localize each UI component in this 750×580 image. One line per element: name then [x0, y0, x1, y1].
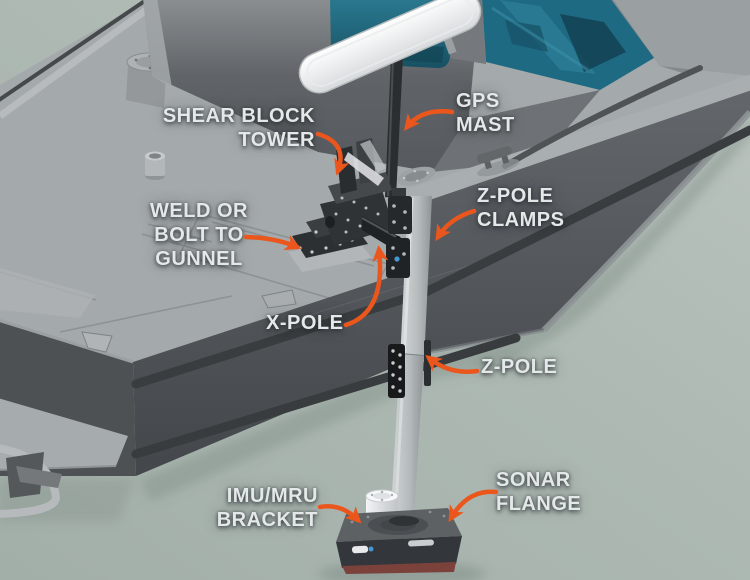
- callout-line: BOLT TO: [154, 224, 244, 246]
- callout-line: GUNNEL: [155, 248, 243, 270]
- hull-bottom-strip-aft: [429, 328, 545, 354]
- sonar-red-base: [342, 562, 456, 574]
- callout-line: FLANGE: [496, 493, 582, 515]
- gps-antenna: [298, 0, 482, 94]
- sonar-head: [336, 508, 462, 574]
- port-gunnel-edge: [0, 0, 150, 102]
- callout-shear-block-tower: SHEAR BLOCK TOWER: [163, 104, 315, 152]
- clamp-blue-bolt: [394, 256, 400, 262]
- callout-line: WELD OR: [150, 200, 248, 222]
- callout-z-pole-clamps: Z-POLE CLAMPS: [477, 184, 564, 232]
- callout-sonar-flange: SONAR FLANGE: [496, 468, 581, 516]
- callout-line: SONAR: [496, 469, 571, 491]
- deck-bracket: [81, 331, 113, 353]
- callout-line: BRACKET: [216, 509, 318, 531]
- deck-cylinder: [145, 151, 165, 180]
- cabin-side: [432, 90, 600, 172]
- cabin-edge-highlight: [143, 0, 172, 88]
- window-front-interior: [491, 0, 626, 74]
- callout-line: X-POLE: [266, 312, 344, 334]
- pole-side-strip: [424, 340, 431, 386]
- stern-platform: [0, 398, 128, 518]
- gunnel-disc: [396, 166, 436, 186]
- callout-z-pole: Z-POLE: [481, 355, 557, 379]
- cleat: [476, 146, 520, 177]
- bow-deck: [613, 0, 750, 76]
- pole-rig: [288, 0, 482, 574]
- deck-panel: [0, 268, 95, 318]
- port-gunnel-cap: [0, 0, 163, 119]
- callout-line: IMU/MRU: [226, 485, 318, 507]
- callout-line: Z-POLE: [477, 185, 554, 207]
- callout-line: CLAMPS: [477, 209, 565, 231]
- callout-line: Z-POLE: [481, 356, 558, 378]
- callout-imu-mru-bracket: IMU/MRU BRACKET: [217, 484, 318, 532]
- deck-bracket: [261, 289, 297, 309]
- callout-line: MAST: [456, 114, 515, 136]
- callout-line: GPS: [456, 90, 500, 112]
- callout-x-pole: X-POLE: [266, 311, 343, 335]
- callout-line: SHEAR BLOCK: [162, 105, 315, 127]
- transom-edge: [0, 319, 134, 364]
- callout-weld-or-bolt-to-gunnel: WELD OR BOLT TO GUNNEL: [146, 199, 252, 271]
- z-pole-clamps: [386, 188, 412, 278]
- callout-gps-mast: GPS MAST: [456, 89, 515, 137]
- callout-line: TOWER: [238, 129, 315, 151]
- perforated-plate: [388, 344, 405, 398]
